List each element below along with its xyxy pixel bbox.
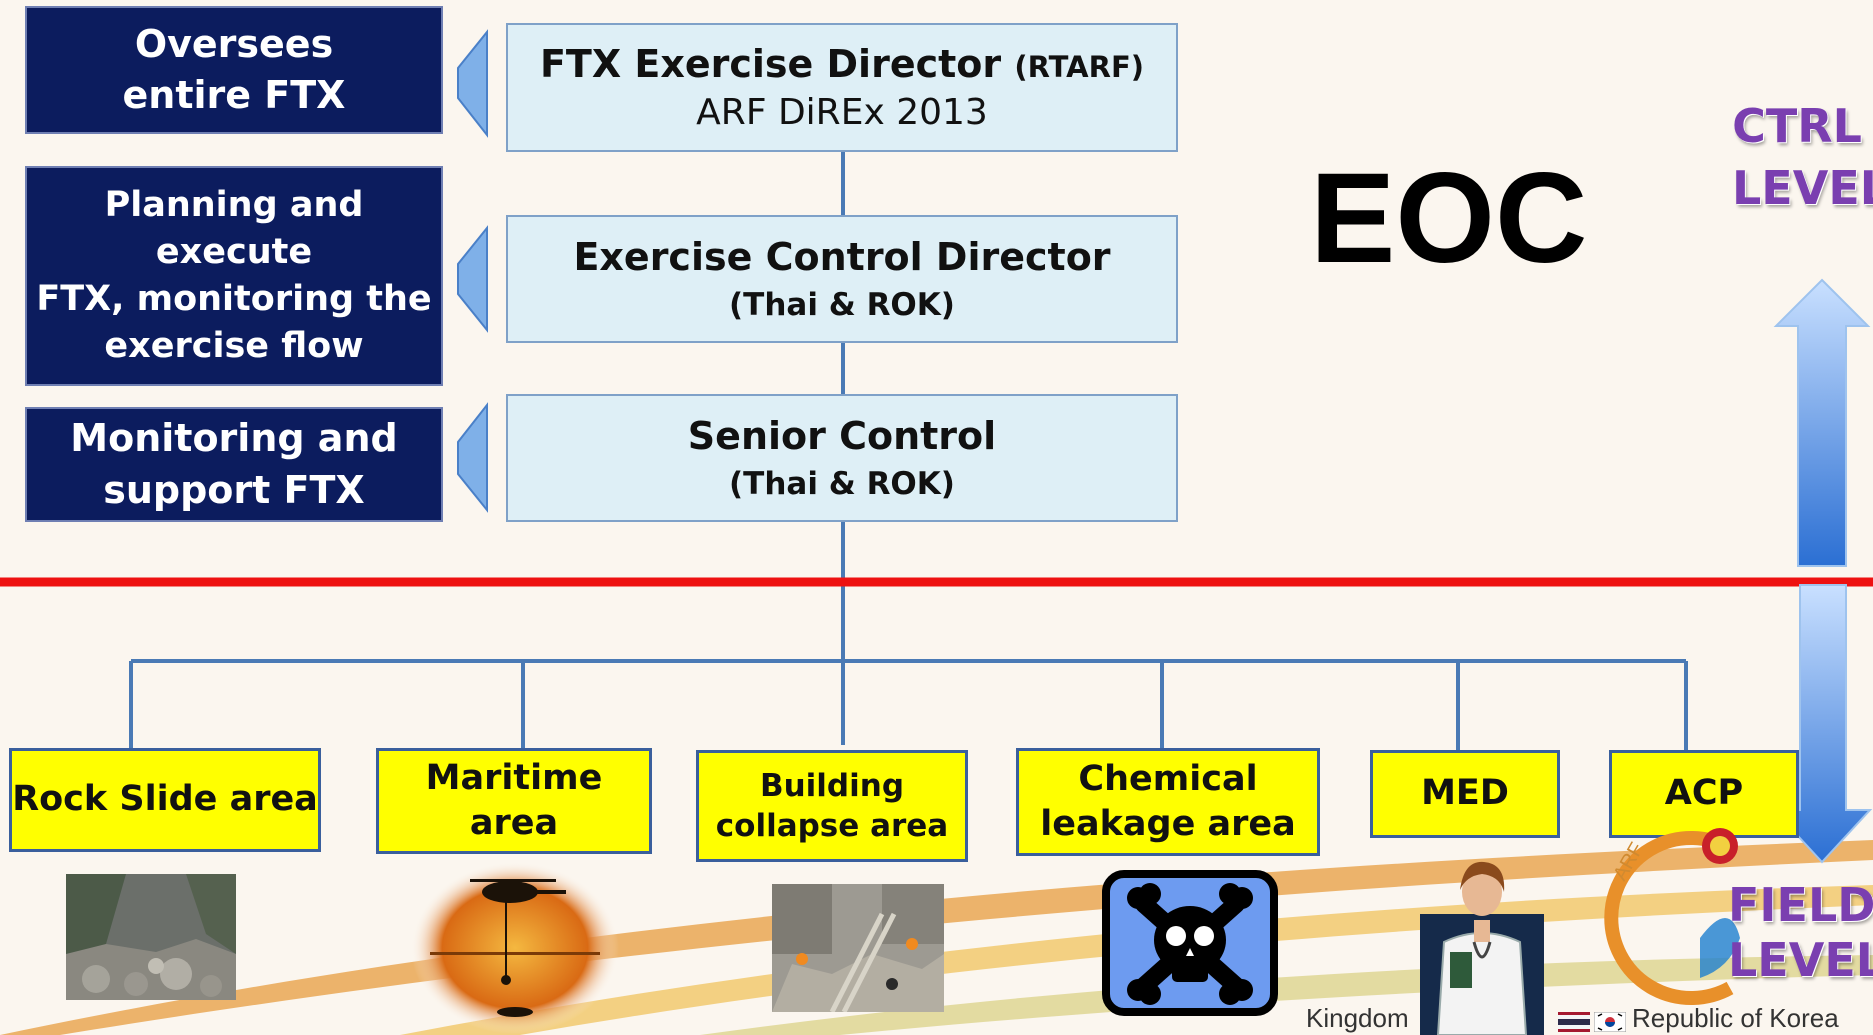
- field-label: Building: [759, 767, 905, 804]
- role-box-oversees: Oversees entire FTX: [25, 6, 443, 134]
- level-line: LEVEL: [1732, 161, 1873, 216]
- control-box-ftx-director: FTX Exercise Director (RTARF) ARF DiREx …: [506, 23, 1178, 152]
- field-box-building: Building collapse area: [696, 750, 968, 862]
- helicopter-rescue-photo: [411, 862, 619, 1034]
- doctor-figure: [1420, 861, 1544, 1035]
- field-label: Maritime: [425, 757, 603, 798]
- field-box-chemical: Chemical leakage area: [1016, 748, 1320, 856]
- role-line: Monitoring and: [70, 416, 398, 461]
- korea-flag-icon: [1594, 1012, 1626, 1032]
- field-label: leakage area: [1040, 804, 1296, 844]
- control-title: Senior Control: [687, 414, 997, 458]
- role-line: Oversees: [134, 21, 334, 66]
- control-subtitle: ARF DiREx 2013: [696, 92, 988, 133]
- control-title-suffix: (RTARF): [1014, 50, 1145, 84]
- field-label: collapse area: [715, 808, 949, 844]
- control-subtitle: (Thai & ROK): [729, 466, 955, 502]
- footer-korea: Republic of Korea: [1632, 1003, 1839, 1033]
- field-label: MED: [1421, 773, 1509, 814]
- control-title: Exercise Control Director: [573, 235, 1111, 279]
- control-box-exercise-director: Exercise Control Director (Thai & ROK): [506, 215, 1178, 343]
- role-line: exercise flow: [104, 326, 364, 367]
- role-line: entire FTX: [122, 73, 346, 117]
- role-line: support FTX: [103, 467, 365, 512]
- eoc-label: EOC: [1310, 147, 1588, 290]
- level-line: FIELD: [1728, 878, 1873, 932]
- field-box-rock-slide: Rock Slide area: [9, 748, 321, 852]
- role-line: FTX, monitoring the: [36, 279, 432, 319]
- field-label: ACP: [1664, 773, 1744, 814]
- ctrl-level-label: CTRL LEVEL: [1732, 95, 1873, 219]
- up-arrow: [1773, 278, 1871, 567]
- rock-slide-photo: [66, 874, 236, 1000]
- level-line: CTRL: [1732, 99, 1862, 153]
- arf-logo: ARF: [1604, 828, 1740, 1005]
- thailand-flag-icon: [1558, 1012, 1590, 1032]
- field-box-med: MED: [1370, 750, 1560, 838]
- control-box-senior-control: Senior Control (Thai & ROK): [506, 394, 1178, 522]
- control-title: FTX Exercise Director: [539, 42, 1002, 86]
- role-box-monitoring: Monitoring and support FTX: [25, 407, 443, 522]
- field-label: area: [469, 803, 559, 843]
- field-box-maritime: Maritime area: [376, 748, 652, 854]
- role-line: Planning and execute: [104, 184, 364, 272]
- skull-crossbones-icon: [1102, 870, 1278, 1016]
- collapsed-building-photo: [772, 884, 944, 1012]
- field-label: Rock Slide area: [12, 779, 318, 820]
- field-label: Chemical: [1078, 758, 1258, 799]
- control-subtitle: (Thai & ROK): [729, 287, 955, 323]
- level-line: LEVEL: [1728, 933, 1873, 988]
- footer-kingdom: Kingdom: [1306, 1003, 1409, 1033]
